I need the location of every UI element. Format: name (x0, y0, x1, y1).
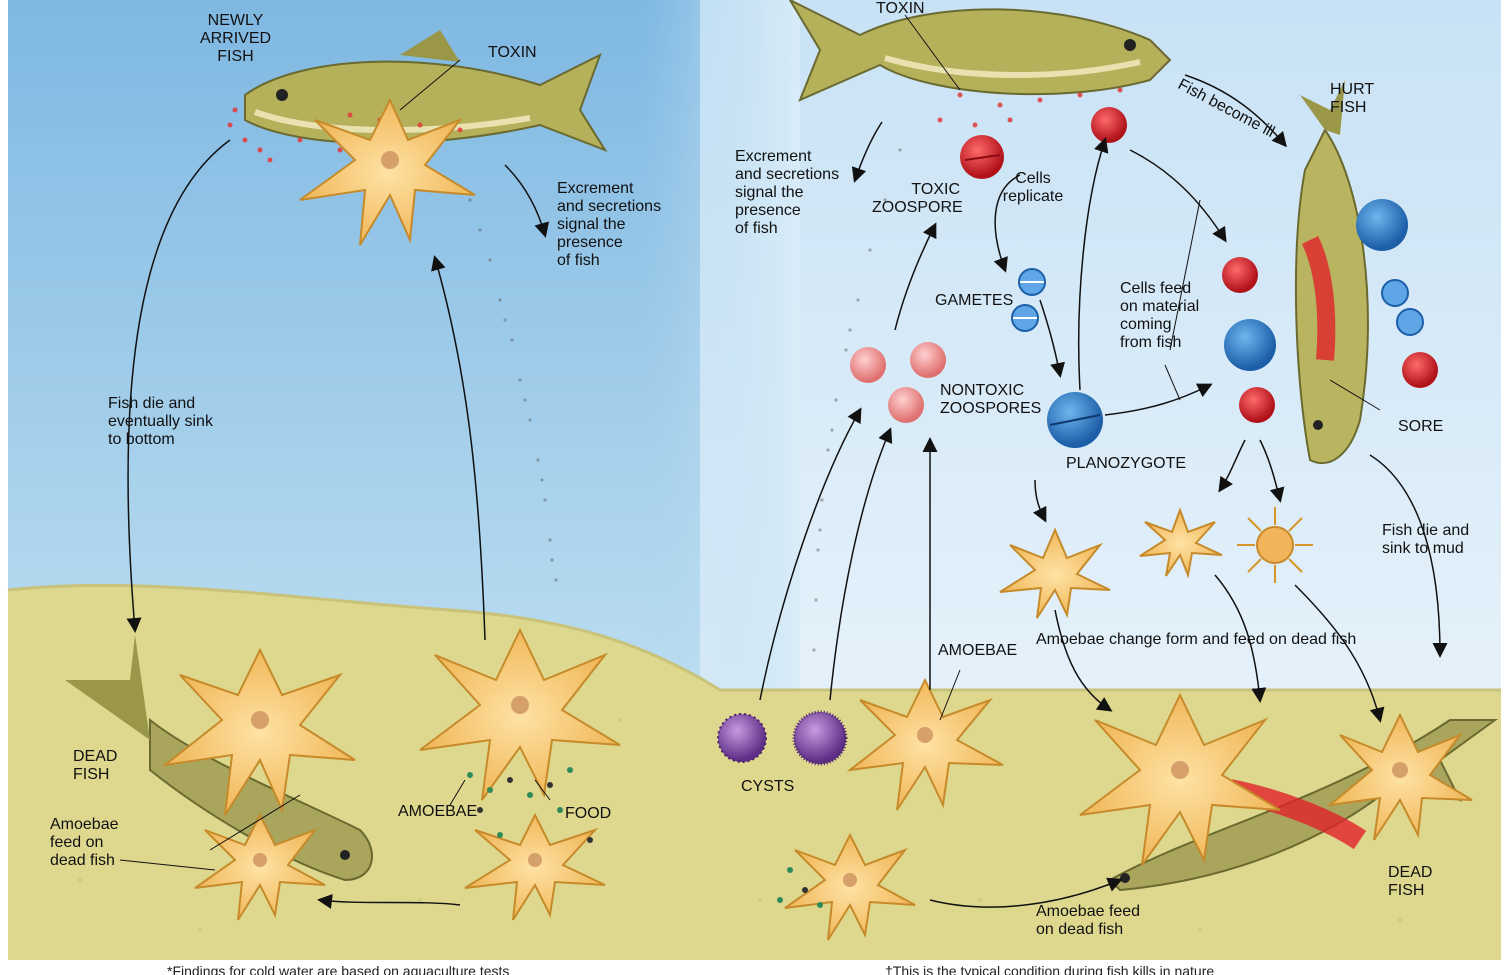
label-toxin-right: TOXIN (876, 0, 925, 18)
label-gametes: GAMETES (935, 292, 1013, 310)
label-excrement-right: Excrement and secretions signal the pres… (735, 148, 839, 238)
label-amoebae-change: Amoebae change form and feed on dead fis… (1036, 631, 1356, 649)
planozygote-2 (1224, 319, 1276, 371)
planozygote-3 (1356, 199, 1408, 251)
label-toxic-zoospore: TOXIC ZOOSPORE (872, 181, 960, 217)
label-fish-die-sink: Fish die and eventually sink to bottom (108, 395, 213, 449)
toxic-zoospore-2 (1091, 107, 1127, 143)
label-toxin-left: TOXIN (488, 44, 537, 62)
gamete-3 (1382, 280, 1408, 306)
label-newly-arrived-fish: NEWLY ARRIVED FISH (188, 12, 283, 66)
label-amoebae-right: AMOEBAE (938, 642, 1017, 660)
nontoxic-zoospore-1 (850, 347, 886, 383)
label-food: FOOD (565, 805, 611, 823)
nontoxic-zoospore-3 (888, 387, 924, 423)
cyst-1 (718, 714, 766, 762)
amoeba-form-3 (1237, 507, 1313, 583)
toxic-zoospore-5 (1402, 352, 1438, 388)
label-sore: SORE (1398, 418, 1443, 436)
label-dead-fish-left: DEAD FISH (73, 748, 117, 784)
gamete-1 (1019, 269, 1045, 295)
label-amoebae-feed-left: Amoebae feed on dead fish (50, 816, 119, 870)
label-cells-replicate: Cells replicate (996, 170, 1070, 206)
label-planozygote: PLANOZYGOTE (1066, 455, 1186, 473)
label-fish-die-mud: Fish die and sink to mud (1382, 522, 1469, 558)
label-dead-fish-right: DEAD FISH (1388, 864, 1432, 900)
planozygote (1047, 392, 1103, 448)
label-cells-feed: Cells feed on material coming from fish (1120, 280, 1199, 352)
footnote-right: †This is the typical condition during fi… (885, 963, 1214, 975)
label-amoebae-left: AMOEBAE (398, 803, 477, 821)
toxic-zoospore-3 (1222, 257, 1258, 293)
cyst-2 (794, 712, 846, 764)
label-hurt-fish: HURT FISH (1330, 81, 1374, 117)
label-excrement-left: Excrement and secretions signal the pres… (557, 180, 661, 270)
label-cysts: CYSTS (741, 778, 794, 796)
label-nontoxic-zoospores: NONTOXIC ZOOSPORES (940, 382, 1041, 418)
gamete-2 (1012, 305, 1038, 331)
label-amoebae-feed-right: Amoebae feed on dead fish (1036, 903, 1140, 939)
footnote-left: *Findings for cold water are based on aq… (167, 963, 509, 975)
nontoxic-zoospore-2 (910, 342, 946, 378)
gamete-4 (1397, 309, 1423, 335)
toxic-zoospore-4 (1239, 387, 1275, 423)
